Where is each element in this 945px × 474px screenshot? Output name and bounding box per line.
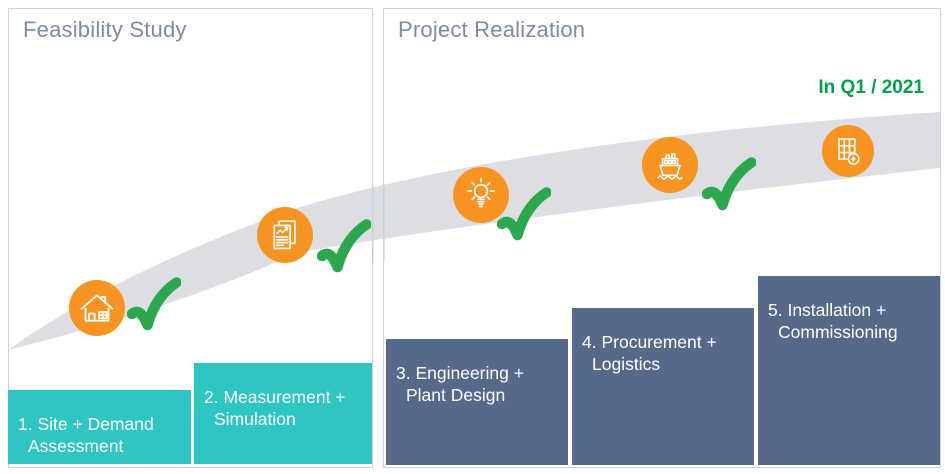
step-block-4: 4. Procurement + Logistics — [572, 308, 754, 465]
step-3-label-line2: Plant Design — [406, 385, 506, 405]
step-1-label-line2: Assessment — [28, 436, 124, 456]
realization-panel-title: Project Realization — [398, 17, 586, 42]
feasibility-panel-title: Feasibility Study — [23, 17, 187, 42]
step-5-label-line1: 5. Installation + — [768, 300, 887, 320]
milestone-date-label: In Q1 / 2021 — [818, 77, 924, 98]
step-4-label-line2: Logistics — [592, 354, 661, 374]
cargo-ship-icon — [642, 137, 698, 193]
report-chart-icon — [257, 207, 313, 263]
step-3-label-line1: 3. Engineering + — [396, 363, 524, 383]
step-block-1: 1. Site + Demand Assessment — [8, 390, 191, 464]
house-icon — [69, 280, 125, 336]
checkmark-icon-step-3 — [497, 187, 551, 241]
checkmark-icon-step-2 — [317, 219, 371, 273]
step-block-3: 3. Engineering + Plant Design — [386, 339, 568, 465]
step-block-2: 2. Measurement + Simulation — [194, 363, 372, 464]
step-2-label-line1: 2. Measurement + — [204, 387, 346, 407]
step-5-label-line2: Commissioning — [778, 322, 898, 342]
step-2-label-line2: Simulation — [214, 409, 296, 429]
step-4-label-line1: 4. Procurement + — [582, 332, 717, 352]
checkmark-icon-step-1 — [127, 277, 181, 331]
step-block-5: 5. Installation + Commissioning — [758, 276, 940, 465]
solar-panel-icon — [822, 125, 874, 177]
step-1-label-line1: 1. Site + Demand — [18, 414, 154, 434]
checkmark-icon-step-4 — [702, 157, 756, 211]
